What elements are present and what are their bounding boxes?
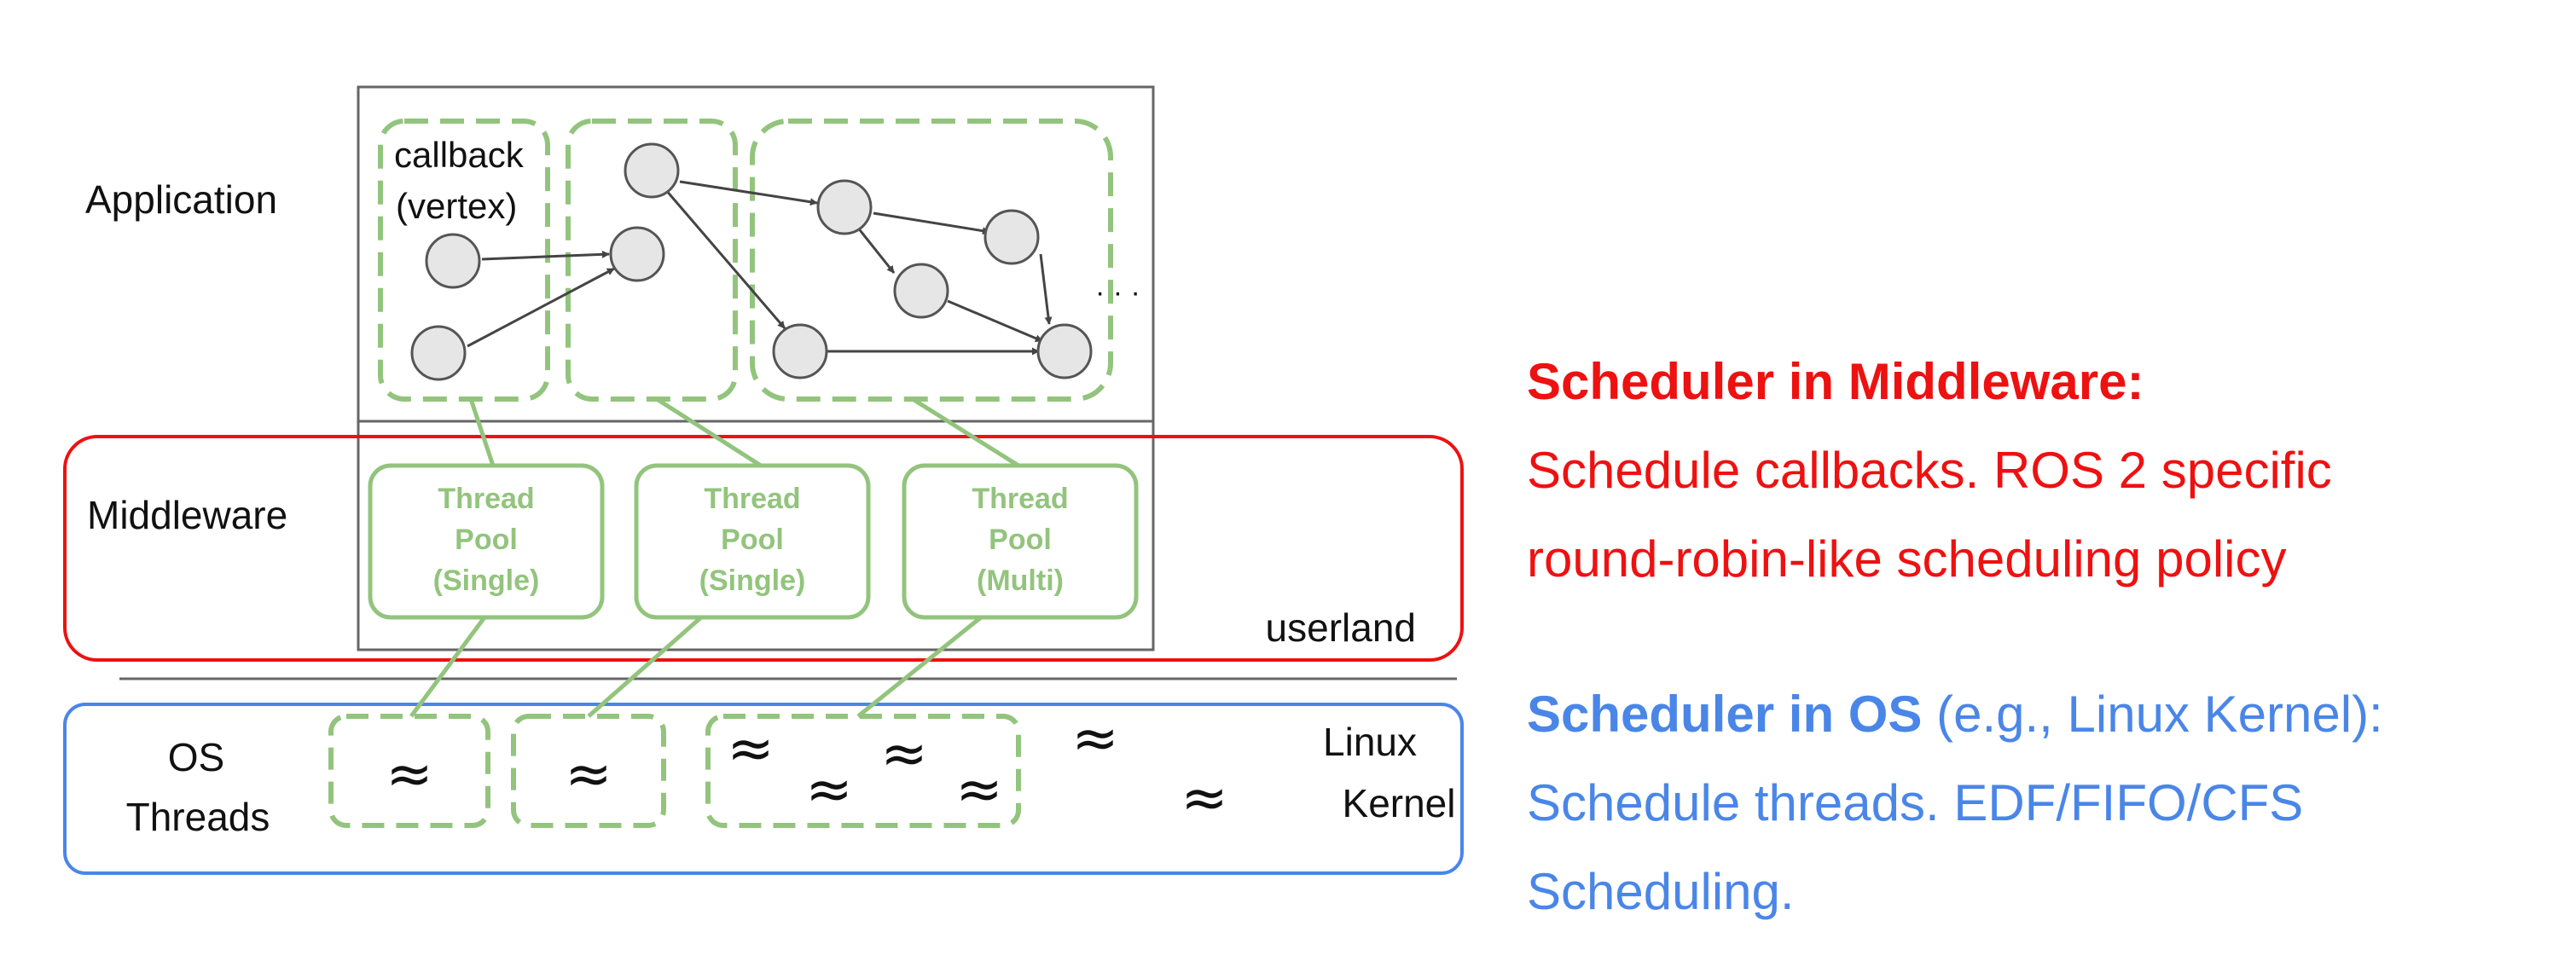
callback-edge [467,267,615,348]
os-threads-label-line1: OS [168,735,224,779]
kernel-region [63,703,1464,875]
scheduler-diagram: Thread Pool (Single) Thread Pool (Single… [63,85,1464,875]
callback-edge [481,250,610,261]
thread-wave-icon: ≈ [565,741,612,807]
callback-label-line2: (vertex) [396,186,517,226]
thread-pool-2-line3: (Single) [699,564,806,597]
middleware-label: Middleware [87,493,287,537]
connector-pool3-threads3 [856,616,983,718]
linux-kernel-label-line2: Kernel [1343,781,1456,825]
callback-label-line1: callback [394,135,525,175]
callback-group-2 [566,119,738,402]
thread-pool-1-line1: Thread [438,483,534,515]
thread-wave-icon: ≈ [1181,765,1227,831]
thread-pool-3-line1: Thread [972,483,1068,515]
callback-edge [1039,253,1053,325]
middleware-inner-box [357,420,1155,651]
thread-group-2 [511,714,666,828]
callback-node [772,323,828,379]
callback-edge [679,180,818,206]
callback-node [816,179,873,235]
thread-pool-2-line2: Pool [721,524,784,556]
thread-pool-1 [368,463,605,620]
os-threads-label-line2: Threads [126,795,270,839]
thread-pool-2-line1: Thread [704,483,800,515]
middleware-scheduler-line1: Schedule callbacks. ROS 2 specific [1527,442,2332,499]
connector-pool2-threads2 [587,616,703,718]
middleware-scheduler-title: Scheduler in Middleware: [1527,353,2144,410]
callback-node [609,226,665,282]
callback-node [1036,323,1093,379]
thread-wave-icon: ≈ [805,756,852,822]
ellipsis: · · · [1095,276,1140,309]
thread-wave-icon: ≈ [386,741,432,807]
callback-edge [664,188,786,329]
callback-node [425,233,481,289]
callback-edge [856,226,896,274]
thread-pool-3-line3: (Multi) [977,564,1064,597]
callback-group-3 [750,119,1113,402]
thread-pool-3-line2: Pool [989,524,1052,556]
thread-pool-1-line2: Pool [455,524,518,556]
callback-node [410,325,467,381]
thread-group-1 [328,714,490,828]
thread-pool-1-line3: (Single) [433,564,540,597]
thread-wave-icon: ≈ [955,756,1002,822]
os-scheduler-line2: Scheduling. [1527,863,1795,920]
thread-wave-icon: ≈ [1071,705,1118,771]
thread-group-3 [705,714,1021,828]
callback-edge [947,299,1043,343]
thread-pool-2 [634,463,871,620]
callback-node [983,209,1040,265]
callback-group-1 [378,119,550,402]
connector-group1-pool1 [468,398,496,466]
callback-node [893,263,949,319]
connector-group2-pool2 [655,397,763,468]
thread-wave-icon: ≈ [727,715,774,781]
linux-kernel-label-line1: Linux [1323,720,1417,764]
userland-label: userland [1266,605,1416,650]
os-scheduler-line1: Schedule threads. EDF/FIFO/CFS [1527,774,2304,831]
callback-edge [873,211,990,235]
middleware-region [63,435,1464,662]
connector-pool1-threads1 [409,616,487,718]
os-scheduler-title: Scheduler in OS (e.g., Linux Kernel): [1527,686,2383,743]
middleware-scheduler-line2: round-robin-like scheduling policy [1527,530,2287,588]
thread-wave-icon: ≈ [880,721,927,786]
thread-pool-3 [902,463,1139,620]
callback-node [624,142,680,199]
application-label: Application [85,177,277,222]
connector-group3-pool3 [911,397,1020,468]
